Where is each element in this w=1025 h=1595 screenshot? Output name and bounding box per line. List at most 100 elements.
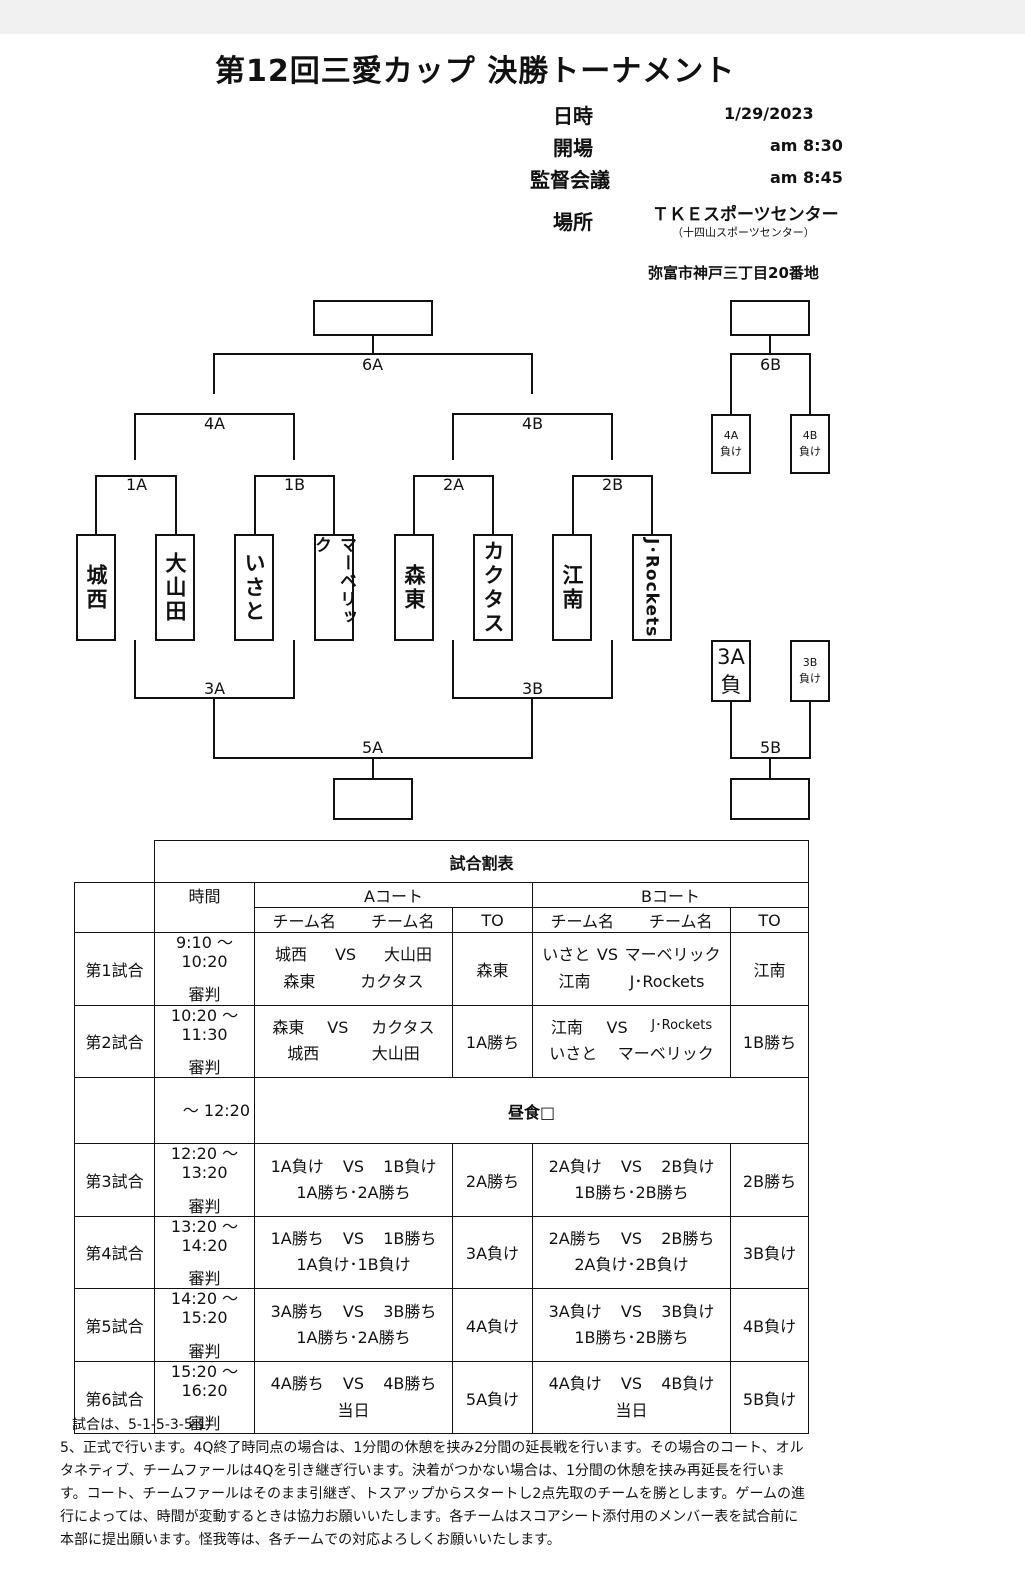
referee-label: 審判 [188, 985, 221, 1005]
team-a2: 1B負け [383, 1156, 437, 1176]
team-header: チーム名 [272, 912, 337, 931]
team-name: 大山田 [163, 551, 187, 624]
match-label-4a: 4A [204, 414, 226, 433]
vs-label: VS [334, 945, 357, 965]
notes: 試合は、5-1-5-3-5-1- 5、正式で行います。4Q終了時同点の場合は、1… [60, 1414, 810, 1552]
to-a: 4A負け [452, 1288, 533, 1362]
team-a2: 1B勝ち [383, 1229, 437, 1249]
vs-label: VS [620, 1374, 643, 1394]
referee-a: 1A負け･1B負け [296, 1255, 411, 1275]
date-value: 1/29/2023 [724, 104, 814, 123]
place-sub: （十四山スポーツセンター） [672, 226, 815, 239]
team-box: 城西 [76, 534, 116, 641]
lunch-label: 昼食□ [254, 1077, 809, 1145]
to-a: 森東 [452, 932, 533, 1006]
winner-box-5a [333, 778, 413, 820]
team-box: カクタス [473, 534, 513, 641]
team-b2: 2B勝ち [661, 1229, 715, 1249]
loser-box-4a: 4A 負け [711, 414, 751, 474]
referee-a: 森東 [283, 971, 316, 991]
referee-b: 1B勝ち･2B勝ち [574, 1328, 689, 1348]
team-b2: 4B負け [661, 1374, 715, 1394]
game-name: 第6試合 [74, 1360, 155, 1435]
game-name: 第4試合 [74, 1215, 155, 1290]
match-label-2b: 2B [602, 475, 624, 494]
team-a1: 1A負け [270, 1156, 324, 1176]
to-b: 江南 [730, 932, 809, 1006]
court-b-header: Bコート [532, 882, 809, 908]
team-header: チーム名 [370, 912, 435, 931]
page-title: 第12回三愛カップ 決勝トーナメント [215, 54, 736, 89]
vs-label: VS [342, 1301, 365, 1321]
vs-label: VS [327, 1017, 349, 1037]
notes-body: 5、正式で行います。4Q終了時同点の場合は、1分間の休憩を挟み2分間の延長戦を行… [60, 1440, 806, 1548]
vs-label: VS [620, 1156, 643, 1176]
team-a1: 1A勝ち [270, 1229, 324, 1249]
game-time: 14:20 ～ 15:20 [170, 1289, 239, 1328]
team-header: チーム名 [648, 912, 713, 931]
team-a1: 3A勝ち [270, 1301, 324, 1321]
to-header: TO [452, 907, 533, 933]
referee-a: 城西 [287, 1044, 320, 1064]
team-a2: 3B勝ち [383, 1301, 437, 1321]
match-label-6a: 6A [362, 355, 384, 374]
open-value: am 8:30 [770, 136, 843, 155]
notes-line-1: 試合は、5-1-5-3-5-1- [72, 1417, 212, 1433]
team-name: カクタス [481, 539, 505, 636]
place-value: ＴＫＥスポーツセンター [652, 205, 839, 225]
team-b2: マーベリック [624, 945, 721, 965]
team-name: 城西 [84, 563, 108, 612]
vs-label: VS [342, 1156, 365, 1176]
team-a1: 4A勝ち [270, 1374, 324, 1394]
match-label-5b: 5B [760, 738, 782, 757]
team-name: 江南 [560, 563, 584, 612]
referee-b: 1B勝ち･2B勝ち [574, 1182, 689, 1202]
team-box: 森東 [394, 534, 434, 641]
referee-a: 1A勝ち･2A勝ち [296, 1182, 411, 1202]
team-box: いさと [234, 534, 274, 641]
referee-a2: カクタス [360, 971, 424, 991]
team-a2: カクタス [371, 1017, 435, 1037]
to-b: 2B勝ち [730, 1143, 809, 1217]
vs-label: VS [342, 1374, 365, 1394]
winner-box-6a [313, 300, 433, 336]
to-a: 3A負け [452, 1215, 533, 1290]
to-b: 5B負け [730, 1360, 809, 1435]
match-label-6b: 6B [760, 355, 782, 374]
time-header: 時間 [154, 882, 255, 933]
to-header: TO [730, 907, 809, 933]
team-b2: J･Rockets [651, 1017, 713, 1033]
match-label-3a: 3A [204, 679, 226, 698]
vs-label: VS [620, 1229, 643, 1249]
match-label-1b: 1B [284, 475, 306, 494]
team-b2: 3B負け [661, 1301, 715, 1321]
referee-label: 審判 [188, 1269, 221, 1289]
winner-box-6b [730, 300, 810, 336]
team-name: いさと [242, 551, 266, 624]
team-box: 大山田 [155, 534, 195, 641]
team-box: マーベリック [311, 534, 356, 641]
referee-b: 江南 [558, 971, 591, 991]
court-a-header: Aコート [254, 882, 533, 908]
match-label-3b: 3B [522, 679, 544, 698]
match-label-1a: 1A [126, 475, 148, 494]
team-b1: 4A負け [548, 1374, 602, 1394]
lunch-time: ～ 12:20 [154, 1077, 255, 1145]
referee-b: いさと [549, 1044, 598, 1064]
referee-label: 審判 [188, 1196, 221, 1216]
open-label: 開場 [553, 136, 593, 160]
team-name: J･Rockets [641, 537, 662, 638]
winner-box-5b [730, 778, 810, 820]
date-label: 日時 [553, 104, 593, 128]
place-label: 場所 [553, 210, 593, 234]
game-name: 第2試合 [74, 1004, 155, 1079]
loser-box-3a: 3A 負 [711, 640, 751, 702]
game-time: 15:20 ～ 16:20 [170, 1361, 239, 1400]
vs-label: VS [596, 945, 619, 965]
match-label-5a: 5A [362, 738, 384, 757]
team-a1: 城西 [274, 945, 307, 965]
